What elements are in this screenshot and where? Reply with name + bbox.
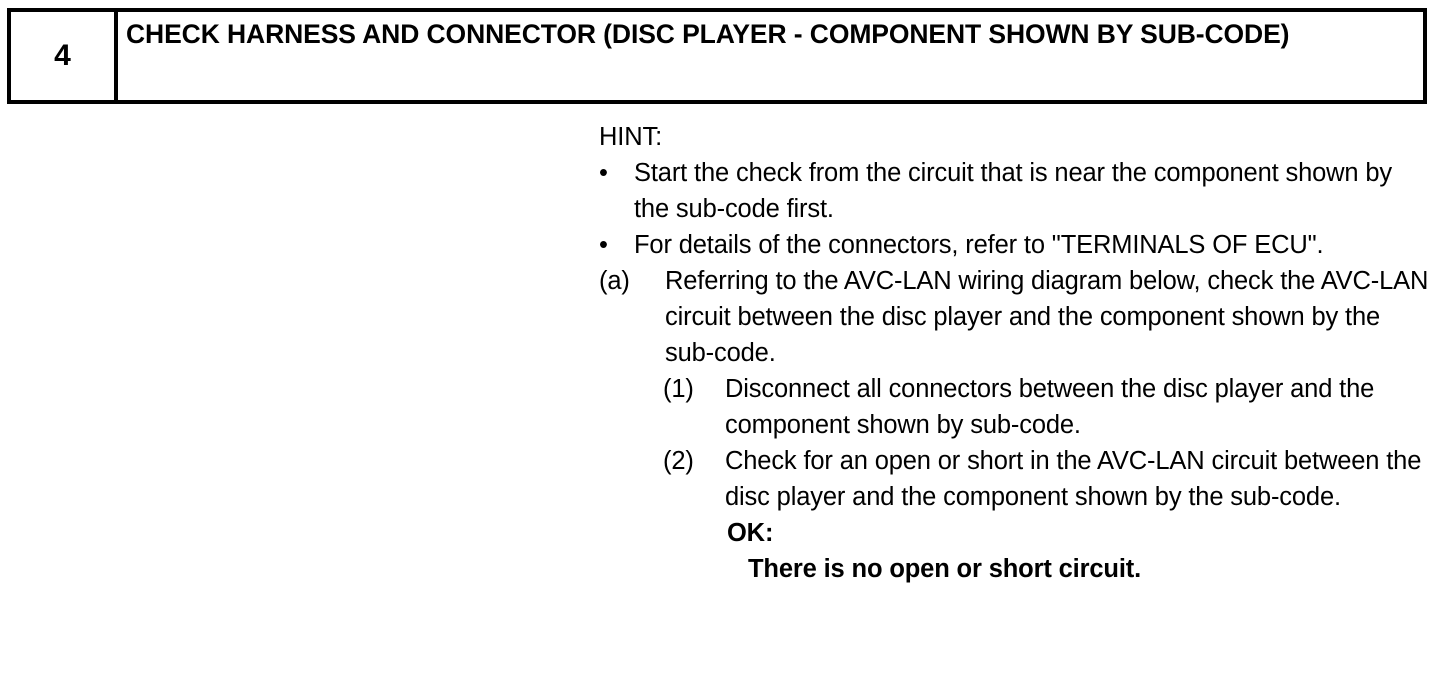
- substep-item: (2) Check for an open or short in the AV…: [663, 443, 1429, 515]
- bullet-icon: •: [599, 231, 608, 259]
- hint-item-text: Start the check from the circuit that is…: [634, 159, 1393, 223]
- ok-label: OK:: [727, 519, 774, 547]
- step-number: 4: [54, 39, 71, 72]
- bullet-icon: •: [599, 159, 608, 187]
- hint-item: • Start the check from the circuit that …: [599, 155, 1429, 227]
- hint-item-text: For details of the connectors, refer to …: [634, 231, 1324, 259]
- substep-item-text: Disconnect all connectors between the di…: [725, 375, 1375, 439]
- step-item: (a) Referring to the AVC-LAN wiring diag…: [599, 263, 1429, 371]
- step-item-marker: (a): [599, 267, 630, 295]
- hint-item: • For details of the connectors, refer t…: [599, 227, 1429, 263]
- step-number-cell: 4: [11, 12, 118, 100]
- substep-item: (1) Disconnect all connectors between th…: [663, 371, 1429, 443]
- step-header-table: 4 CHECK HARNESS AND CONNECTOR (DISC PLAY…: [7, 8, 1427, 104]
- hint-label: HINT:: [599, 123, 663, 151]
- step-title: CHECK HARNESS AND CONNECTOR (DISC PLAYER…: [126, 19, 1290, 49]
- substep-item-marker: (1): [663, 375, 694, 403]
- step-item-text: Referring to the AVC-LAN wiring diagram …: [665, 267, 1429, 367]
- substep-item-marker: (2): [663, 447, 694, 475]
- instruction-block: HINT: • Start the check from the circuit…: [599, 119, 1429, 587]
- ok-result-text: There is no open or short circuit.: [748, 555, 1142, 583]
- step-title-cell: CHECK HARNESS AND CONNECTOR (DISC PLAYER…: [118, 12, 1423, 100]
- substep-item-text: Check for an open or short in the AVC-LA…: [725, 447, 1422, 511]
